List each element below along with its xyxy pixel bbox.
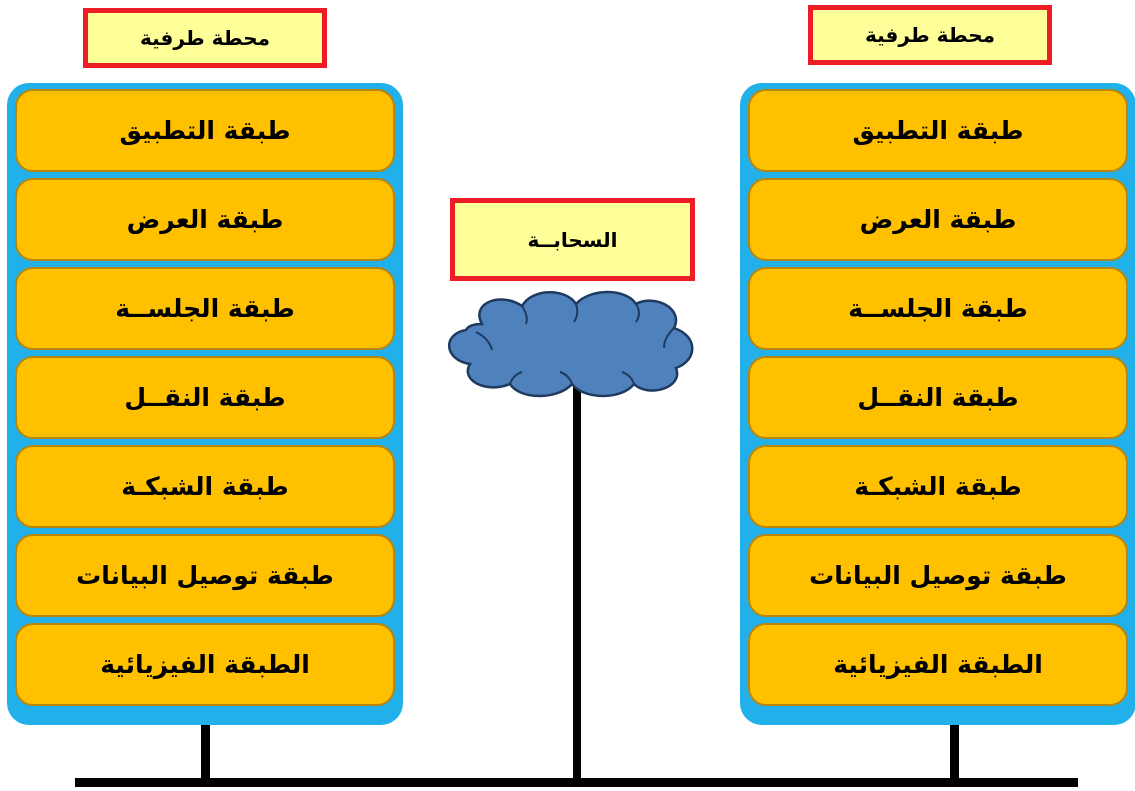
cloud-shape — [447, 290, 694, 398]
right-layer-transport: طبقة النقــل — [748, 356, 1128, 439]
cloud-icon — [447, 290, 694, 398]
cloud-inner-curves — [475, 303, 675, 385]
left-layer-network: طبقة الشبكـة — [15, 445, 395, 528]
right-layer-presentation: طبقة العرض — [748, 178, 1128, 261]
left-station-title: محطة طرفية — [83, 8, 327, 68]
right-layer-physical: الطبقة الفيزيائية — [748, 623, 1128, 706]
network-bus-line — [75, 778, 1078, 787]
left-layer-data-link: طبقة توصيل البيانات — [15, 534, 395, 617]
right-station-connector — [950, 720, 959, 782]
right-station-title: محطة طرفية — [808, 5, 1052, 65]
left-station-connector — [201, 720, 210, 782]
left-layer-transport: طبقة النقــل — [15, 356, 395, 439]
right-layer-application: طبقة التطبيق — [748, 89, 1128, 172]
left-layer-session: طبقة الجلســة — [15, 267, 395, 350]
right-osi-stack: طبقة التطبيق طبقة العرض طبقة الجلســة طب… — [740, 83, 1135, 725]
right-layer-session: طبقة الجلســة — [748, 267, 1128, 350]
left-layer-presentation: طبقة العرض — [15, 178, 395, 261]
left-layer-physical: الطبقة الفيزيائية — [15, 623, 395, 706]
left-layer-application: طبقة التطبيق — [15, 89, 395, 172]
left-osi-stack: طبقة التطبيق طبقة العرض طبقة الجلســة طب… — [7, 83, 403, 725]
right-layer-data-link: طبقة توصيل البيانات — [748, 534, 1128, 617]
cloud-title: السحابــة — [450, 198, 695, 281]
right-layer-network: طبقة الشبكـة — [748, 445, 1128, 528]
cloud-connector — [573, 380, 581, 782]
